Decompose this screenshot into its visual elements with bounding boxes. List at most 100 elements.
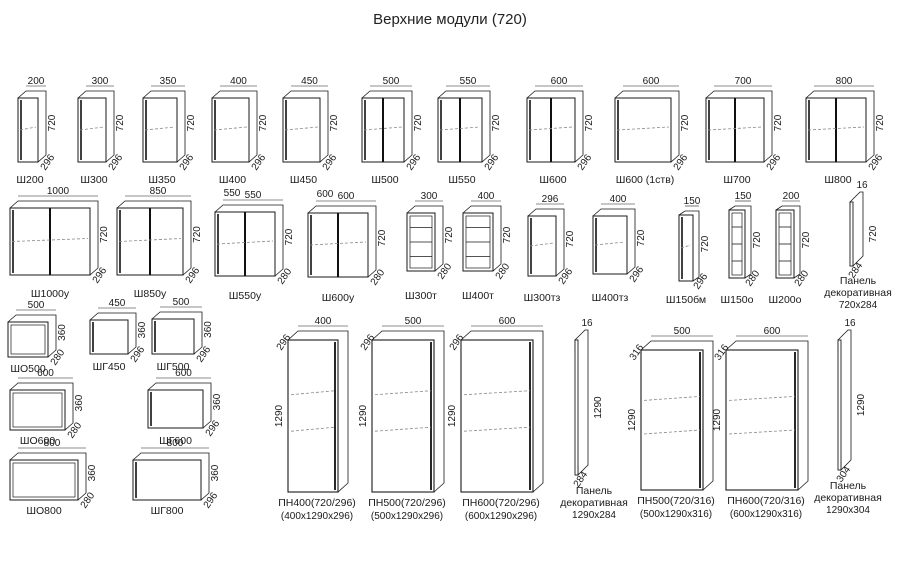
height-label: 720: [413, 114, 424, 131]
height-label: 720: [875, 114, 886, 131]
height-label: 720: [773, 114, 784, 131]
height-label: 360: [87, 464, 98, 481]
cabinet-front: [211, 97, 250, 163]
width-label: 800: [44, 438, 61, 449]
thickness-label: 16: [581, 318, 593, 329]
height-label: 1290: [274, 404, 285, 427]
shelf-dashed: [463, 390, 531, 396]
module-label: ПН600(720/316): [727, 495, 805, 507]
width-label: 800: [836, 76, 853, 87]
width-label: 500: [405, 316, 422, 327]
shelf-dashed: [528, 126, 574, 131]
shelf-dashed: [290, 426, 336, 432]
module-label: Ш150бм: [666, 294, 706, 306]
width-label: 600: [499, 316, 516, 327]
module-label: ШГ450: [93, 361, 126, 373]
page-title: Верхние модули (720): [373, 11, 527, 28]
module-label: Ш300тз: [524, 292, 561, 304]
shelf-dashed: [807, 126, 865, 131]
module-label: Ш600: [539, 174, 566, 186]
width-label: 296: [542, 194, 559, 205]
width-label: 600: [37, 368, 54, 379]
shelf-dashed: [363, 126, 403, 131]
height-label: 720: [565, 230, 576, 247]
module-label: ШГ800: [151, 505, 184, 517]
cabinet-front: [725, 349, 799, 491]
module-label: Ш1000у: [31, 288, 70, 300]
cabinet-front: [132, 459, 202, 501]
height-label: 720: [700, 235, 711, 252]
shelf-dashed: [616, 126, 670, 131]
shelf-dashed: [213, 126, 248, 131]
width-label: 450: [109, 298, 126, 309]
height-label: 360: [212, 393, 223, 410]
width-label: 350: [160, 76, 177, 87]
shelf-dashed: [707, 126, 763, 131]
module-label: Ш400тз: [592, 292, 629, 304]
width-label: 600: [764, 326, 781, 337]
module-label: Ш550у: [229, 290, 262, 302]
height-label: 1290: [627, 408, 638, 431]
module-label: Ш200: [16, 174, 43, 186]
cabinet-front: [147, 389, 204, 429]
width-label: 500: [383, 76, 400, 87]
width-label: 700: [735, 76, 752, 87]
module-label: Ш850у: [134, 288, 167, 300]
height-label: 720: [99, 226, 110, 243]
width-label: 500: [173, 297, 190, 308]
cabinet-front: [7, 321, 49, 358]
width-label: 600: [551, 76, 568, 87]
panel-label: Панель: [576, 485, 613, 497]
shelf-dashed: [463, 426, 531, 432]
open-frame: [10, 324, 46, 355]
height-label: 720: [752, 231, 763, 248]
height-label: 720: [329, 114, 340, 131]
module-size: (500х1290х296): [371, 511, 443, 522]
cabinet-front: [142, 97, 178, 163]
module-label: Ш600 (1ств): [616, 174, 675, 186]
cabinet-front: [592, 215, 628, 275]
cabinet-front: [9, 459, 79, 501]
height-label: 720: [47, 114, 58, 131]
cabinet-front: [89, 319, 129, 355]
width-label: 850: [150, 186, 167, 197]
module-size: (500х1290х316): [640, 509, 712, 520]
width-label: 600: [175, 368, 192, 379]
shelf-dashed: [19, 126, 37, 131]
module-label: ШГ500: [157, 361, 190, 373]
cabinet-front: [9, 389, 66, 431]
height-label: 360: [137, 321, 148, 338]
module-label: Ш350: [148, 174, 175, 186]
height-label: 1290: [447, 404, 458, 427]
module-size: (600х1290х296): [465, 511, 537, 522]
cabinet-front: [151, 318, 195, 355]
shelf-dashed: [529, 242, 555, 247]
width-label: 300: [421, 191, 438, 202]
module-label: ПН600(720/296): [462, 497, 540, 509]
height-label: 720: [868, 225, 879, 242]
shelf-dashed: [374, 390, 432, 396]
module-label: Ш500: [371, 174, 398, 186]
shelf-dashed: [439, 126, 481, 131]
width-label: 600: [643, 76, 660, 87]
cabinet-front: [282, 97, 321, 163]
module-size: (400х1290х296): [281, 511, 353, 522]
shelf-dashed: [594, 241, 626, 246]
height-label: 720: [491, 114, 502, 131]
